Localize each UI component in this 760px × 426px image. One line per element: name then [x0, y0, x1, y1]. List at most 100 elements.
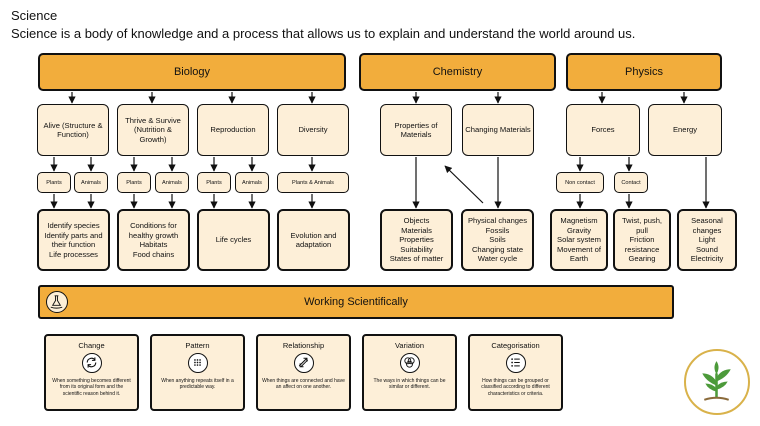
- working-scientifically-bar: Working Scientifically: [38, 285, 674, 319]
- concept-card-categorisation: Categorisation How things can be grouped…: [468, 334, 563, 411]
- detail-line: Water cycle: [477, 254, 518, 264]
- detail-line: Soils: [489, 235, 506, 245]
- physics-header: Physics: [566, 53, 722, 91]
- forces-label: Forces: [591, 125, 615, 135]
- concept-description: When things are connected and have an af…: [262, 378, 345, 391]
- energy-details: Seasonal changes Light Sound Electricity: [677, 209, 737, 271]
- concept-card-variation: Variation The ways in which things can b…: [362, 334, 457, 411]
- detail-line: Earth: [569, 254, 589, 264]
- detail-line: Gearing: [628, 254, 656, 264]
- detail-line: Solar system: [557, 235, 601, 245]
- diversity-box: Diversity: [277, 104, 349, 156]
- thrive-survive-label: Thrive & Survive (Nutrition & Growth): [125, 115, 181, 144]
- concept-description: How things can be grouped or classified …: [481, 378, 550, 397]
- concept-card-change: Change When something becomes different …: [44, 334, 139, 411]
- energy-label: Energy: [672, 125, 698, 135]
- thrive-details: Conditions for healthy growth Habitats F…: [117, 209, 190, 271]
- alive-details: Identify species Identify parts and thei…: [37, 209, 110, 271]
- dot-grid-icon: [187, 353, 208, 373]
- properties-of-materials-label: Properties of Materials: [394, 120, 438, 140]
- forces-box: Forces: [566, 104, 640, 156]
- detail-line: Materials: [401, 225, 432, 235]
- physics-label: Physics: [625, 66, 663, 78]
- changing-materials-box: Changing Materials: [462, 104, 534, 156]
- alive-box: Alive (Structure & Function): [37, 104, 109, 156]
- detail-line: States of matter: [389, 254, 444, 264]
- detail-line: Movement of: [557, 244, 601, 254]
- detail-line: healthy growth: [128, 230, 179, 240]
- detail-line: Evolution and: [290, 230, 337, 240]
- detail-line: Seasonal: [691, 216, 723, 226]
- tag-plants: Plants: [117, 172, 151, 193]
- concept-title: Pattern: [185, 341, 210, 350]
- diversity-label: Diversity: [298, 125, 328, 135]
- detail-line: Properties: [399, 235, 434, 245]
- page-title: Science: [11, 8, 58, 23]
- detail-line: Objects: [403, 216, 430, 226]
- seedling-logo-icon: [684, 349, 750, 415]
- concept-title: Categorisation: [491, 341, 540, 350]
- detail-line: Food chains: [132, 249, 175, 259]
- detail-line: resistance: [624, 244, 660, 254]
- thrive-survive-box: Thrive & Survive (Nutrition & Growth): [117, 104, 189, 156]
- alive-label: Alive (Structure & Function): [43, 120, 103, 140]
- tag-animals: Animals: [74, 172, 108, 193]
- detail-line: changes: [692, 225, 722, 235]
- reproduction-label: Reproduction: [210, 125, 256, 135]
- non-contact-details: Magnetism Gravity Solar system Movement …: [550, 209, 608, 271]
- concept-title: Variation: [394, 341, 425, 350]
- detail-line: Twist, push,: [621, 216, 663, 226]
- tag-plants-and-animals: Plants & Animals: [277, 172, 349, 193]
- detail-line: Habitats: [139, 240, 168, 249]
- concept-description: The ways in which things can be similar …: [373, 378, 446, 391]
- detail-line: Changing state: [471, 244, 524, 254]
- cycle-arrows-icon: [81, 353, 102, 373]
- detail-line: Electricity: [690, 254, 724, 264]
- diversity-details: Evolution and adaptation: [277, 209, 350, 271]
- contact-details: Twist, push, pull Friction resistance Ge…: [613, 209, 671, 271]
- concept-card-pattern: Pattern When anything repeats itself in …: [150, 334, 245, 411]
- energy-box: Energy: [648, 104, 722, 156]
- changing-details: Physical changes Fossils Soils Changing …: [461, 209, 534, 271]
- concept-title: Relationship: [282, 341, 325, 350]
- tag-animals: Animals: [155, 172, 189, 193]
- concept-description: When anything repeats itself in a predic…: [161, 378, 234, 391]
- detail-line: Conditions for: [130, 221, 177, 230]
- detail-line: Sound: [696, 244, 718, 254]
- changing-materials-label: Changing Materials: [465, 125, 531, 135]
- detail-line: Physical changes: [467, 216, 528, 226]
- list-icon: [505, 353, 526, 373]
- detail-line: Light: [698, 235, 716, 245]
- reproduction-box: Reproduction: [197, 104, 269, 156]
- tag-plants: Plants: [37, 172, 71, 193]
- concept-card-relationship: Relationship When things are connected a…: [256, 334, 351, 411]
- detail-line: Life cycles: [215, 235, 252, 245]
- working-scientifically-label: Working Scientifically: [304, 296, 408, 308]
- tag-plants: Plants: [197, 172, 231, 193]
- properties-details: Objects Materials Properties Suitability…: [380, 209, 453, 271]
- detail-line: Identify species: [47, 221, 100, 230]
- chemistry-header: Chemistry: [359, 53, 556, 91]
- detail-line: adaptation: [295, 240, 332, 249]
- detail-line: Life processes: [49, 249, 98, 259]
- tag-contact: Contact: [614, 172, 648, 193]
- biology-header: Biology: [38, 53, 346, 91]
- overlapping-circles-icon: [399, 353, 420, 373]
- reproduction-details: Life cycles: [197, 209, 270, 271]
- tag-non-contact: Non contact: [556, 172, 604, 193]
- detail-line: Friction: [629, 235, 655, 245]
- detail-line: pull: [636, 225, 648, 235]
- detail-line: Gravity: [566, 225, 592, 235]
- detail-line: Fossils: [485, 225, 510, 235]
- detail-line: Identify parts and: [44, 230, 103, 240]
- two-way-arrows-icon: [293, 353, 314, 373]
- tag-animals: Animals: [235, 172, 269, 193]
- page-subtitle: Science is a body of knowledge and a pro…: [11, 26, 636, 41]
- biology-label: Biology: [173, 66, 211, 78]
- detail-line: Magnetism: [560, 216, 598, 226]
- properties-of-materials-box: Properties of Materials: [380, 104, 452, 156]
- concept-title: Change: [78, 341, 105, 350]
- concept-description: When something becomes different from it…: [52, 378, 131, 397]
- detail-line: Suitability: [400, 244, 433, 254]
- chemistry-label: Chemistry: [432, 66, 483, 78]
